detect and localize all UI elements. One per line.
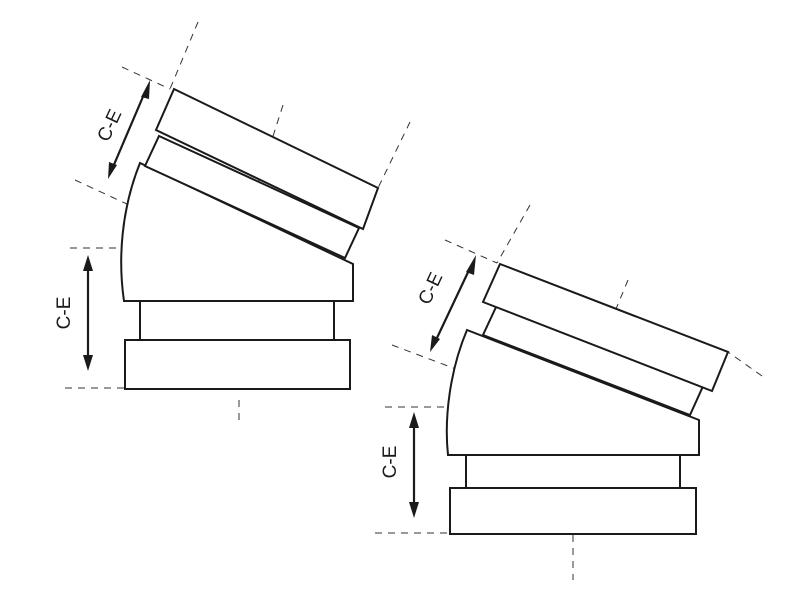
fitting-left: C-E C-E (54, 21, 411, 420)
right-bottom-collar (465, 454, 681, 489)
right-bottom-flange (449, 487, 697, 535)
right-upper-end-line (727, 351, 763, 377)
fitting-right: C-E C-E (375, 204, 763, 580)
left-upper-dimension-label: C-E (94, 106, 127, 145)
right-upper-dimension-label: C-E (415, 269, 448, 308)
left-upper-dimension-arrow (108, 80, 150, 179)
left-upper-collar (143, 134, 361, 260)
right-lower-dimension-arrow (409, 412, 419, 518)
right-upper-flange (481, 262, 730, 393)
right-top-ref-line (444, 239, 498, 264)
left-bottom-collar (139, 300, 335, 341)
right-lower-dimension-label: C-E (380, 446, 401, 479)
left-bottom-flange (124, 339, 351, 390)
left-upper-perp-line (169, 21, 199, 90)
left-lower-dimension-label: C-E (54, 297, 75, 330)
left-upper-end-line (377, 121, 411, 189)
right-elbow-body (445, 328, 700, 456)
left-upper-flange (154, 87, 380, 231)
left-top-ref-line (121, 66, 171, 90)
left-lower-dimension-arrow (83, 255, 93, 371)
right-upper-perp-line (496, 204, 531, 264)
right-upper-dimension-arrow (430, 255, 476, 352)
